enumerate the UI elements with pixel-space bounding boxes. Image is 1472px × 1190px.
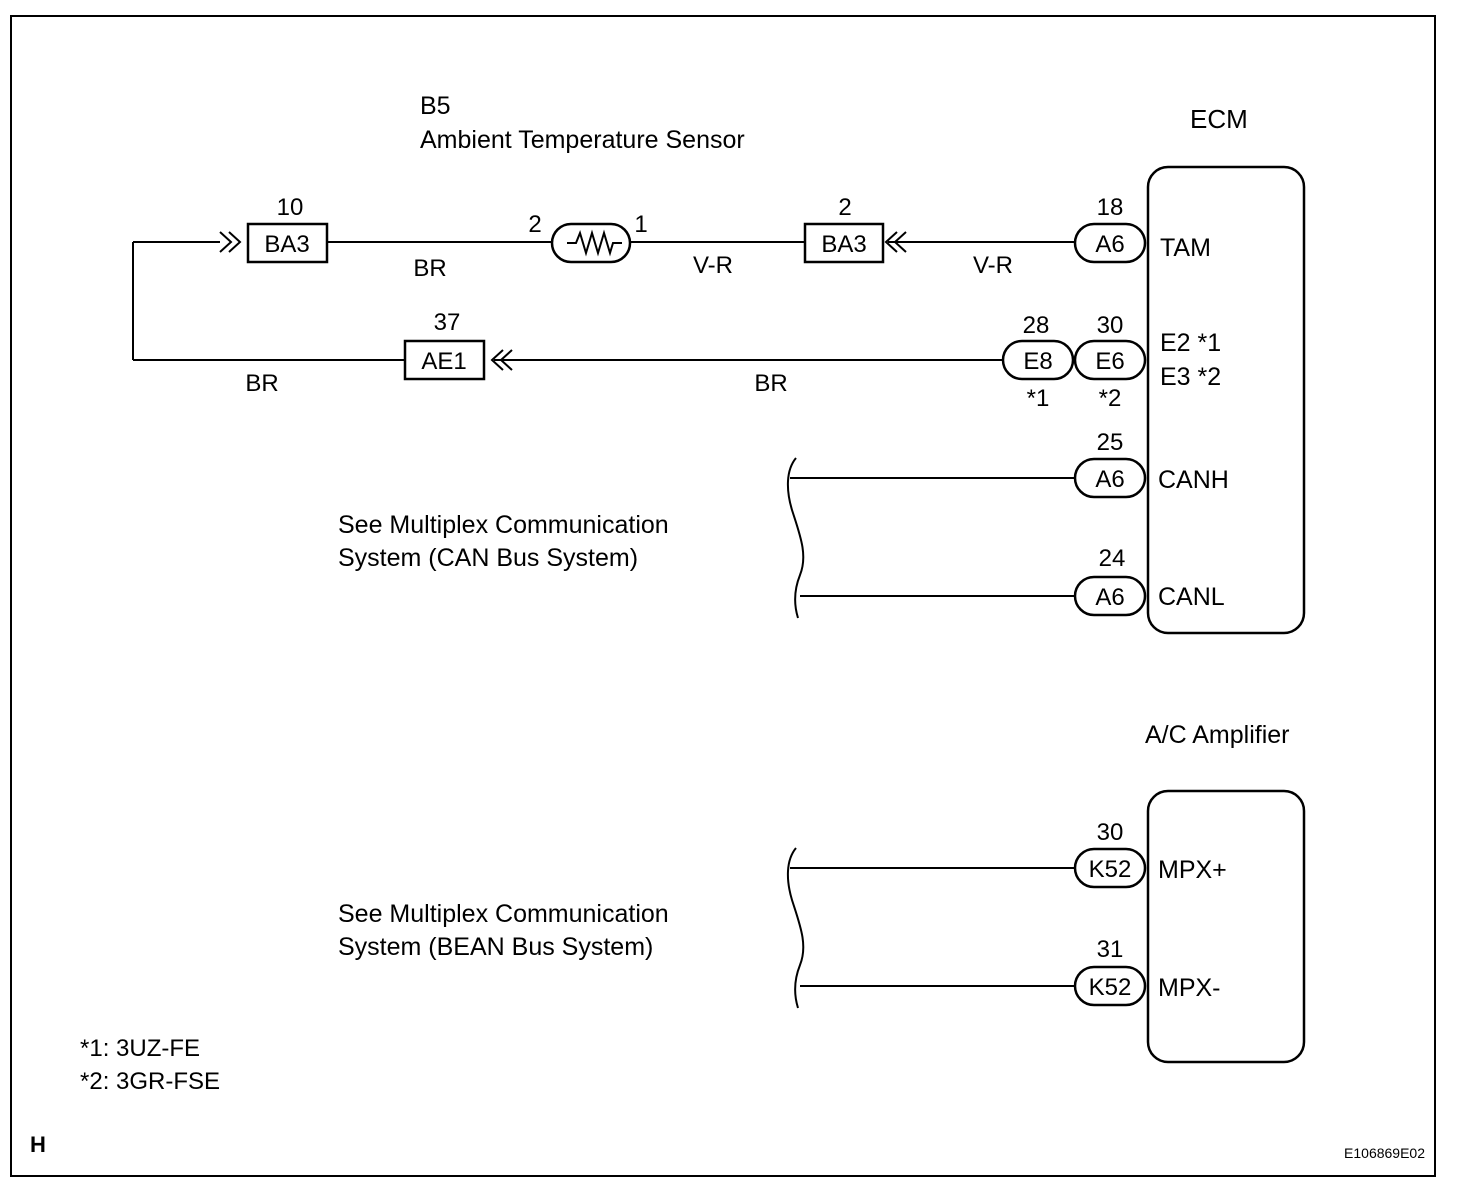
junction-box <box>246 222 329 264</box>
terminal-connector <box>1073 965 1147 1007</box>
wire-color-label: BR <box>754 370 787 397</box>
figure-code: E106869E02 <box>1344 1145 1425 1161</box>
wire-color-label: BR <box>245 370 278 397</box>
junction-pin: 2 <box>838 194 851 221</box>
terminal-pin: 31 <box>1097 936 1124 963</box>
junction-pin: 10 <box>277 194 304 221</box>
connector-arrow-icon <box>219 231 242 253</box>
terminal-label: E3 *2 <box>1160 363 1221 391</box>
terminal-pin: 18 <box>1097 194 1124 221</box>
wire-color-label: V-R <box>693 252 733 279</box>
sensor-pin-left: 2 <box>528 211 541 238</box>
resistor-icon <box>567 229 622 257</box>
diagram-frame <box>10 15 1436 1177</box>
terminal-connector-label: K52 <box>1089 856 1132 883</box>
terminal-label: TAM <box>1160 234 1211 262</box>
terminal-pin: 28 <box>1023 312 1050 339</box>
terminal-pin: 24 <box>1099 545 1126 572</box>
note-marker: *1 <box>1027 385 1050 412</box>
junction-pin: 37 <box>434 309 461 336</box>
wire-color-label: BR <box>413 255 446 282</box>
note-marker: *2 <box>1099 385 1122 412</box>
terminal-connector-label: K52 <box>1089 974 1132 1001</box>
terminal-connector-label: A6 <box>1095 584 1124 611</box>
terminal-connector-label: E6 <box>1095 348 1124 375</box>
ecm-box <box>1146 165 1306 635</box>
can-reference-line2: System (CAN Bus System) <box>338 544 638 572</box>
can-reference-line1: See Multiplex Communication <box>338 511 669 539</box>
terminal-connector <box>1073 457 1147 499</box>
junction-label: BA3 <box>264 231 309 258</box>
junction-box <box>403 339 486 381</box>
footnote: *2: 3GR-FSE <box>80 1068 220 1095</box>
terminal-label: CANL <box>1158 583 1225 611</box>
terminal-label: MPX+ <box>1158 856 1227 884</box>
terminal-connector-label: A6 <box>1095 466 1124 493</box>
terminal-label: E2 *1 <box>1160 329 1221 357</box>
bean-reference-line1: See Multiplex Communication <box>338 900 669 928</box>
junction-label: AE1 <box>421 348 466 375</box>
corner-letter: H <box>30 1132 46 1157</box>
terminal-label: MPX- <box>1158 974 1221 1002</box>
wave-break-icon <box>786 847 805 1009</box>
sensor-name: Ambient Temperature Sensor <box>420 126 745 154</box>
ecm-title: ECM <box>1190 104 1248 134</box>
junction-box <box>803 222 885 264</box>
terminal-connector <box>1073 222 1147 264</box>
footnote: *1: 3UZ-FE <box>80 1035 200 1062</box>
wave-break-icon <box>786 457 805 619</box>
ac-amplifier-box <box>1146 789 1306 1064</box>
terminal-label: CANH <box>1158 466 1229 494</box>
junction-label: BA3 <box>821 231 866 258</box>
terminal-pin: 25 <box>1097 429 1124 456</box>
ac-amplifier-title: A/C Amplifier <box>1145 721 1289 749</box>
terminal-connector <box>1073 575 1147 617</box>
sensor-code: B5 <box>420 92 451 120</box>
terminal-connector <box>1073 847 1147 889</box>
terminal-connector-label: E8 <box>1023 348 1052 375</box>
terminal-pin: 30 <box>1097 819 1124 846</box>
terminal-connector <box>1073 339 1147 381</box>
terminal-connector <box>1001 339 1075 381</box>
terminal-connector-label: A6 <box>1095 231 1124 258</box>
sensor-pin-right: 1 <box>634 211 647 238</box>
terminal-pin: 30 <box>1097 312 1124 339</box>
bean-reference-line2: System (BEAN Bus System) <box>338 933 653 961</box>
wire-color-label: V-R <box>973 252 1013 279</box>
